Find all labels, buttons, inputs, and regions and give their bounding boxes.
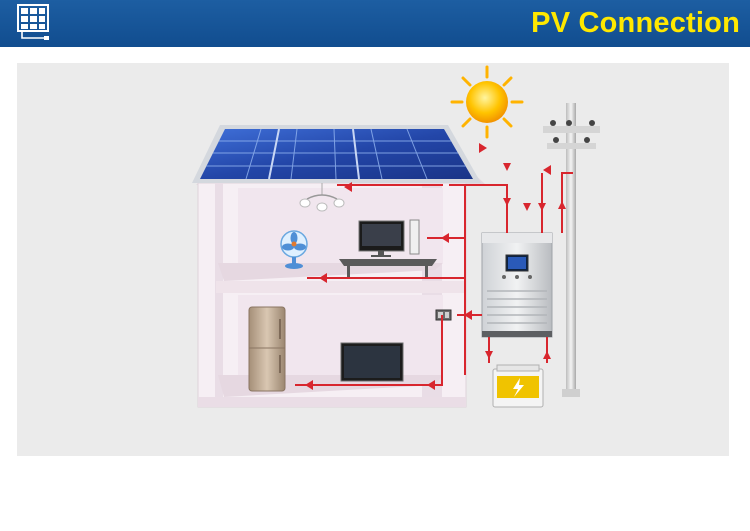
arrow-left-icon	[441, 233, 449, 243]
arrow-right-icon	[479, 143, 487, 153]
television-icon	[340, 342, 404, 382]
flow-arrows	[305, 143, 566, 390]
header-banner: PV Connection	[0, 0, 750, 47]
arrow-up-icon	[558, 201, 566, 209]
refrigerator-icon	[248, 306, 286, 392]
arrow-down-icon	[503, 198, 511, 206]
solar-panel-plug-icon	[17, 4, 49, 40]
pv-system-diagram	[192, 65, 600, 408]
socket-icon	[435, 309, 452, 321]
inverter-icon	[481, 232, 553, 338]
desktop-computer-icon	[339, 219, 437, 278]
arrow-down-icon	[523, 203, 531, 211]
utility-pole-icon	[543, 103, 600, 397]
arrow-left-icon	[344, 182, 352, 192]
arrow-left-icon	[319, 273, 327, 283]
solar-panel-icon	[192, 125, 481, 183]
arrow-up-icon	[543, 351, 551, 359]
arrow-left-icon	[305, 380, 313, 390]
arrow-left-icon	[427, 380, 435, 390]
diagram-panel	[17, 63, 729, 456]
arrow-down-icon	[538, 203, 546, 211]
arrow-down-icon	[503, 163, 511, 171]
battery-icon	[492, 364, 544, 408]
desk-fan-icon	[280, 230, 308, 269]
arrow-left-icon	[464, 310, 472, 320]
arrow-down-icon	[485, 351, 493, 359]
arrow-left-icon	[543, 165, 551, 175]
page-title: PV Connection	[531, 7, 740, 39]
ceiling-light-icon	[299, 183, 345, 212]
house-icon	[196, 167, 486, 408]
sun-icon	[450, 65, 524, 139]
